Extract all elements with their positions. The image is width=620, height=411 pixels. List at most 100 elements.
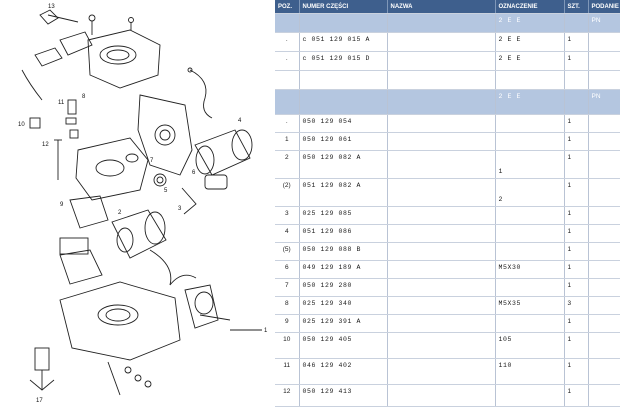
- cell-oznaczenie: [495, 132, 565, 151]
- cell-szt: 1: [564, 332, 589, 359]
- cell-nazwa: [387, 32, 496, 52]
- cell-oznaczenie: [495, 114, 565, 133]
- cell-poz: .: [275, 32, 300, 52]
- cell-numer: 049 129 189 A: [299, 260, 388, 279]
- cell-oznaczenie: [495, 206, 565, 225]
- callout-9: 9: [60, 202, 64, 208]
- actuator-part: [194, 129, 251, 176]
- table-row[interactable]: 9 025 129 391 A 1: [275, 314, 620, 333]
- section-oznaczenie: 2 E E: [495, 13, 565, 33]
- cell-podanie: [588, 51, 620, 71]
- cell-podanie: [588, 206, 620, 225]
- cell-poz: (2): [275, 178, 300, 207]
- cell-poz: 8: [275, 296, 300, 315]
- cell-nazwa: [387, 206, 496, 225]
- callout-11: 11: [58, 100, 65, 106]
- section-subheader: 2 E E PN: [275, 13, 620, 33]
- cell-numer: c 051 129 015 A: [299, 32, 388, 52]
- cell-numer: 050 129 088 B: [299, 242, 388, 261]
- cell-podanie: [588, 278, 620, 297]
- table-row[interactable]: 8 025 129 340 M5X35 3: [275, 296, 620, 315]
- cell-oznaczenie: [495, 224, 565, 243]
- section-podanie: PN: [588, 89, 620, 115]
- callout-5: 5: [164, 188, 168, 194]
- table-row[interactable]: 1 050 129 061 1: [275, 132, 620, 151]
- table-row[interactable]: 4 051 129 086 1: [275, 224, 620, 243]
- table-row[interactable]: 2 050 129 082 A 1 1: [275, 150, 620, 179]
- table-row[interactable]: (5) 050 129 088 B 1: [275, 242, 620, 261]
- table-row[interactable]: 10 050 129 405 105 1: [275, 332, 620, 359]
- exploded-parts-diagram: 13 10 11 12 8 7 9 2 3 4 5 6 1 17: [18, 4, 268, 404]
- cell-poz: 3: [275, 206, 300, 225]
- cell-podanie: [588, 296, 620, 315]
- cell-nazwa: [387, 260, 496, 279]
- table-row[interactable]: 7 050 129 280 1: [275, 278, 620, 297]
- cell-oznaczenie: [495, 384, 565, 407]
- callout-4: 4: [238, 118, 242, 124]
- cell-nazwa: [387, 114, 496, 133]
- callout-8: 8: [82, 94, 86, 100]
- cell-poz: 1: [275, 132, 300, 151]
- cell-szt: 1: [564, 242, 589, 261]
- cell-nazwa: [387, 314, 496, 333]
- cell-szt: 1: [564, 51, 589, 71]
- callout-12: 12: [42, 142, 49, 148]
- cell-podanie: [588, 358, 620, 385]
- header-oznaczenie: OZNACZENIE: [495, 0, 565, 14]
- table-row[interactable]: 11 046 129 402 110 1: [275, 358, 620, 385]
- cell-nazwa: [387, 358, 496, 385]
- cell-szt: 1: [564, 278, 589, 297]
- cell-nazwa: [387, 178, 496, 207]
- cell-szt: 1: [564, 260, 589, 279]
- callout-17: 17: [36, 398, 43, 404]
- cell-oznaczenie: M5X30: [495, 260, 565, 279]
- table-row[interactable]: . c 051 129 015 D 2 E E 1: [275, 51, 620, 71]
- callout-7: 7: [150, 158, 154, 164]
- cell-podanie: [588, 224, 620, 243]
- table-row[interactable]: 12 050 129 413 1: [275, 384, 620, 407]
- header-poz: POZ.: [275, 0, 300, 14]
- cell-szt: 1: [564, 384, 589, 407]
- cell-nazwa: [387, 278, 496, 297]
- table-row[interactable]: . c 051 129 015 A 2 E E 1: [275, 32, 620, 52]
- cell-poz: .: [275, 51, 300, 71]
- cell-poz: 4: [275, 224, 300, 243]
- cell-oznaczenie: 110: [495, 358, 565, 385]
- cell-numer: 050 129 405: [299, 332, 388, 359]
- lower-body-part: [59, 281, 181, 361]
- upper-body-part: [87, 29, 161, 89]
- cell-oznaczenie: [495, 278, 565, 297]
- parts-table: POZ. NUMER CZĘŚCI NAZWA OZNACZENIE SZT. …: [275, 0, 620, 407]
- callout-6: 6: [192, 170, 196, 176]
- cell-numer: 025 129 340: [299, 296, 388, 315]
- cell-poz: .: [275, 114, 300, 133]
- header-numer: NUMER CZĘŚCI: [299, 0, 388, 14]
- cell-podanie: [588, 178, 620, 207]
- cell-podanie: [588, 384, 620, 407]
- cell-szt: 3: [564, 296, 589, 315]
- cell-numer: 050 129 061: [299, 132, 388, 151]
- cell-nazwa: [387, 242, 496, 261]
- cell-numer: 050 129 054: [299, 114, 388, 133]
- cell-szt: 1: [564, 32, 589, 52]
- header-nazwa: NAZWA: [387, 0, 496, 14]
- cell-poz: 12: [275, 384, 300, 407]
- table-row[interactable]: 6 049 129 189 A M5X30 1: [275, 260, 620, 279]
- table-row[interactable]: (2) 051 129 082 A 2 1: [275, 178, 620, 207]
- callout-13: 13: [48, 4, 55, 10]
- cell-poz: 7: [275, 278, 300, 297]
- table-row[interactable]: 3 025 129 085 1: [275, 206, 620, 225]
- cell-szt: 1: [564, 224, 589, 243]
- cell-numer: 051 129 082 A: [299, 178, 388, 207]
- header-podanie: PODANIE: [588, 0, 620, 14]
- cell-poz: 11: [275, 358, 300, 385]
- vacuum-unit-part: [111, 209, 167, 259]
- table-row[interactable]: . 050 129 054 1: [275, 114, 620, 133]
- section-oznaczenie: 2 E E: [495, 89, 565, 115]
- cell-oznaczenie: 1: [495, 150, 565, 179]
- cell-oznaczenie: 2: [495, 178, 565, 207]
- cell-nazwa: [387, 132, 496, 151]
- cell-szt: 1: [564, 178, 589, 207]
- cell-numer: 051 129 086: [299, 224, 388, 243]
- cell-poz: 6: [275, 260, 300, 279]
